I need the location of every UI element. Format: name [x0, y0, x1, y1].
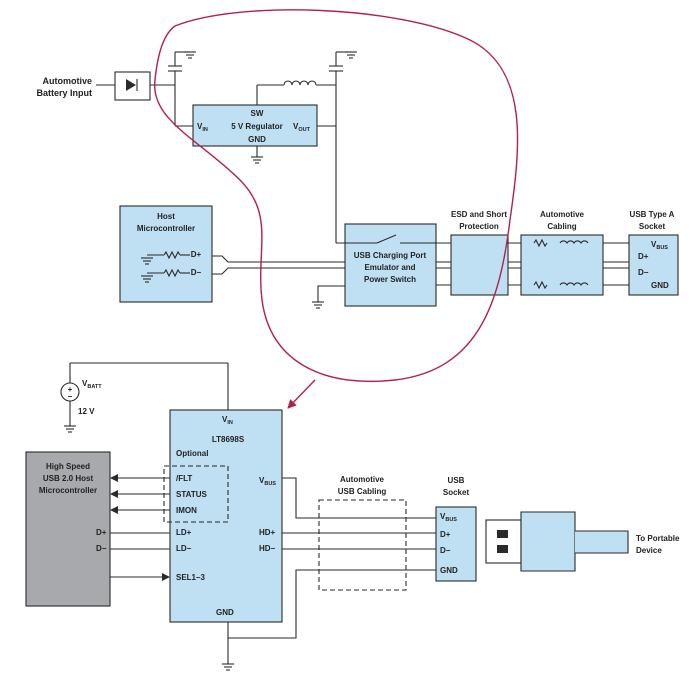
diode-icon: [96, 71, 175, 101]
charging-label-1: USB Charging Port: [354, 251, 427, 260]
input-capacitor-icon: [168, 51, 197, 127]
chip-sel-pin: SEL1–3: [176, 573, 205, 582]
chip-name: LT8698S: [212, 435, 245, 444]
usb-socket-dp-pin: D+: [440, 530, 451, 539]
hs-mcu-label-1: High Speed: [46, 462, 90, 471]
chip-vin-pin: VIN: [222, 415, 233, 426]
host-d-minus: D−: [191, 268, 202, 277]
socket-dm-pin: D−: [638, 268, 649, 277]
output-capacitor-icon: [317, 51, 364, 244]
lt8698s-chip-block: [169, 409, 283, 623]
charging-label-2: Emulator and: [364, 263, 415, 272]
host-d-plus: D+: [191, 250, 202, 259]
socket-gnd-pin: GND: [651, 281, 669, 290]
cable-inductance-icon: [533, 238, 591, 290]
socket-dp-pin: D+: [638, 252, 649, 261]
portable-device-label-1: To Portable: [636, 534, 680, 543]
chip-imon-pin: IMON: [176, 506, 197, 515]
chip-vbus-pin: VBUS: [259, 476, 276, 487]
battery-source-icon: + −: [60, 362, 229, 433]
battery-input-label-1: Automotive: [43, 76, 93, 86]
switch-icon: [336, 234, 436, 244]
socket-title-2: Socket: [639, 222, 666, 231]
usb-socket-vbus-pin: VBUS: [440, 512, 457, 523]
host-microcontroller-block: [119, 205, 213, 303]
socket-title-1: USB Type A: [630, 210, 675, 219]
chip-status-pin: STATUS: [176, 490, 207, 499]
usb-type-a-socket-block: [628, 234, 679, 296]
hs-mcu-label-2: USB 2.0 Host: [43, 474, 94, 483]
hs-mcu-d-plus: D+: [96, 528, 107, 537]
regulator-sw-pin: SW: [251, 109, 264, 118]
usb-socket-dm-pin: D−: [440, 546, 451, 555]
host-label-2: Microcontroller: [137, 224, 195, 233]
esd-label-2: Protection: [459, 222, 499, 231]
regulator-gnd-pin: GND: [248, 135, 266, 144]
hs-mcu-d-minus: D−: [96, 544, 107, 553]
cabling-label-1: Automotive: [540, 210, 585, 219]
regulator-name: 5 V Regulator: [231, 122, 283, 131]
usb-cabling-label-1: Automotive: [340, 475, 385, 484]
bottom-bus-lines: [221, 477, 436, 671]
svg-text:−: −: [68, 392, 73, 401]
pulldown-resistor-icon: [140, 250, 190, 283]
usb-cabling-box: [318, 499, 407, 591]
chip-ld-plus-pin: LD+: [176, 528, 192, 537]
vbatt-label: VBATT: [82, 379, 102, 390]
chip-gnd-pin: GND: [216, 608, 234, 617]
high-speed-mcu-block: [25, 451, 111, 607]
chip-optional-label: Optional: [176, 449, 208, 458]
svg-text:+: +: [68, 385, 73, 394]
regulator-vin-pin: VIN: [197, 122, 208, 133]
charging-label-3: Power Switch: [364, 275, 416, 284]
bottom-diagram: + − VBATT 12 V VIN LT8698S Optional /FLT…: [25, 362, 680, 671]
usb-socket-title-2: Socket: [443, 488, 470, 497]
signal-arrows: [110, 474, 170, 581]
chip-hd-minus-pin: HD−: [259, 544, 276, 553]
host-label-1: Host: [157, 212, 175, 221]
top-diagram: Automotive Battery Input SW 5 V Regulato…: [36, 9, 679, 409]
esd-label-1: ESD and Short: [451, 210, 507, 219]
regulator-vout-pin: VOUT: [293, 122, 311, 133]
chip-flt-pin: /FLT: [176, 474, 192, 483]
portable-device-label-2: Device: [636, 546, 662, 555]
usb-cabling-label-2: USB Cabling: [338, 487, 387, 496]
usb-socket-title-1: USB: [448, 476, 465, 485]
v12-label: 12 V: [78, 407, 95, 416]
hs-mcu-label-3: Microcontroller: [39, 486, 97, 495]
highlight-arrow: [287, 379, 316, 409]
esd-block: [450, 234, 509, 296]
inductor-icon: [256, 80, 336, 105]
regulator-block: [192, 104, 318, 147]
chip-ld-minus-pin: LD−: [176, 544, 192, 553]
usb-socket-block: [435, 506, 477, 582]
highlight-outline: [154, 9, 519, 382]
usb-plug-icon: [485, 511, 629, 572]
socket-vbus-pin: VBUS: [651, 240, 668, 251]
battery-input-label-2: Battery Input: [36, 88, 92, 98]
cabling-label-2: Cabling: [547, 222, 576, 231]
chip-hd-plus-pin: HD+: [259, 528, 276, 537]
usb-socket-gnd-pin: GND: [440, 566, 458, 575]
